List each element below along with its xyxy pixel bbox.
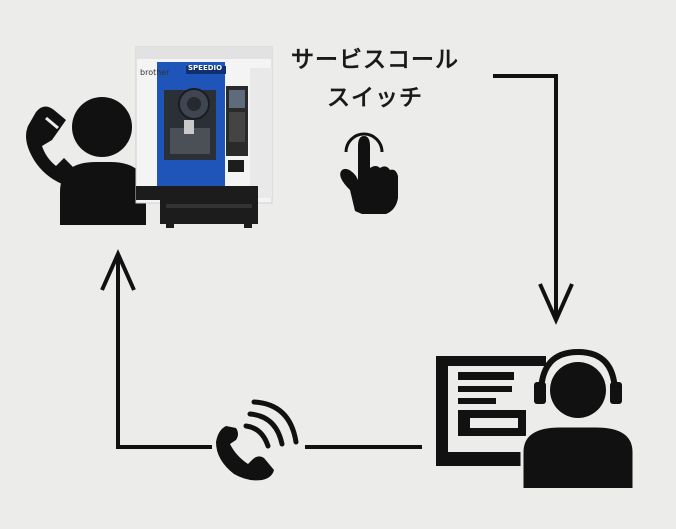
machining-center-icon xyxy=(135,46,273,228)
machine-brand-label: brother xyxy=(140,68,170,77)
support-operator-icon xyxy=(436,348,636,488)
flow-line-to-operator xyxy=(493,74,574,325)
person-on-phone-icon xyxy=(26,97,146,225)
service-call-label-line2: スイッチ xyxy=(327,85,423,111)
phone-ringing-icon xyxy=(216,399,299,481)
tap-hand-icon xyxy=(340,132,398,214)
flow-line-to-caller xyxy=(100,249,422,449)
service-call-label-line1: サービスコール xyxy=(291,47,459,73)
machine-model-label: SPEEDIO xyxy=(188,64,223,72)
